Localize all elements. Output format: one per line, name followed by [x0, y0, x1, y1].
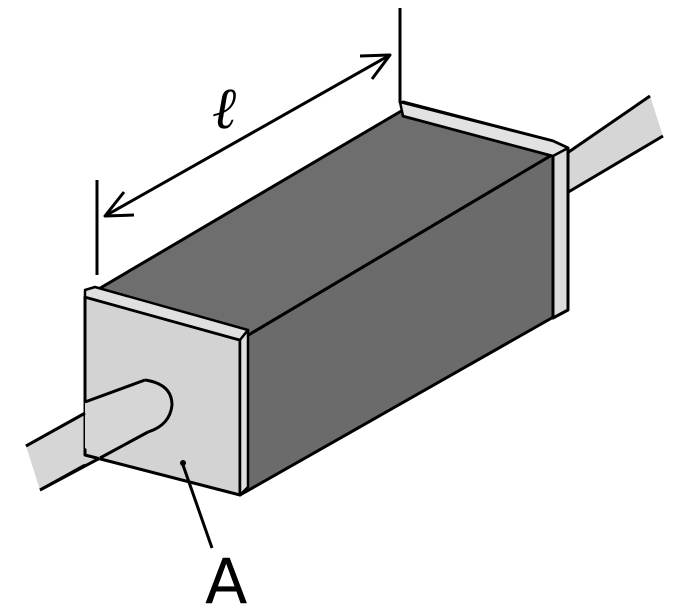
- length-arrowhead-right: [359, 53, 392, 80]
- right-end-rim: [398, 100, 570, 320]
- left-wire-stub: [25, 378, 174, 492]
- area-leader-line: [181, 464, 214, 549]
- length-arrow-line: [104, 53, 391, 218]
- right-wire: [559, 94, 664, 196]
- area-label: A: [205, 545, 247, 615]
- area-leader-dot: [180, 460, 186, 466]
- length-label: ℓ: [212, 74, 236, 142]
- length-arrowhead-left: [103, 191, 135, 218]
- length-dimension: [95, 8, 402, 275]
